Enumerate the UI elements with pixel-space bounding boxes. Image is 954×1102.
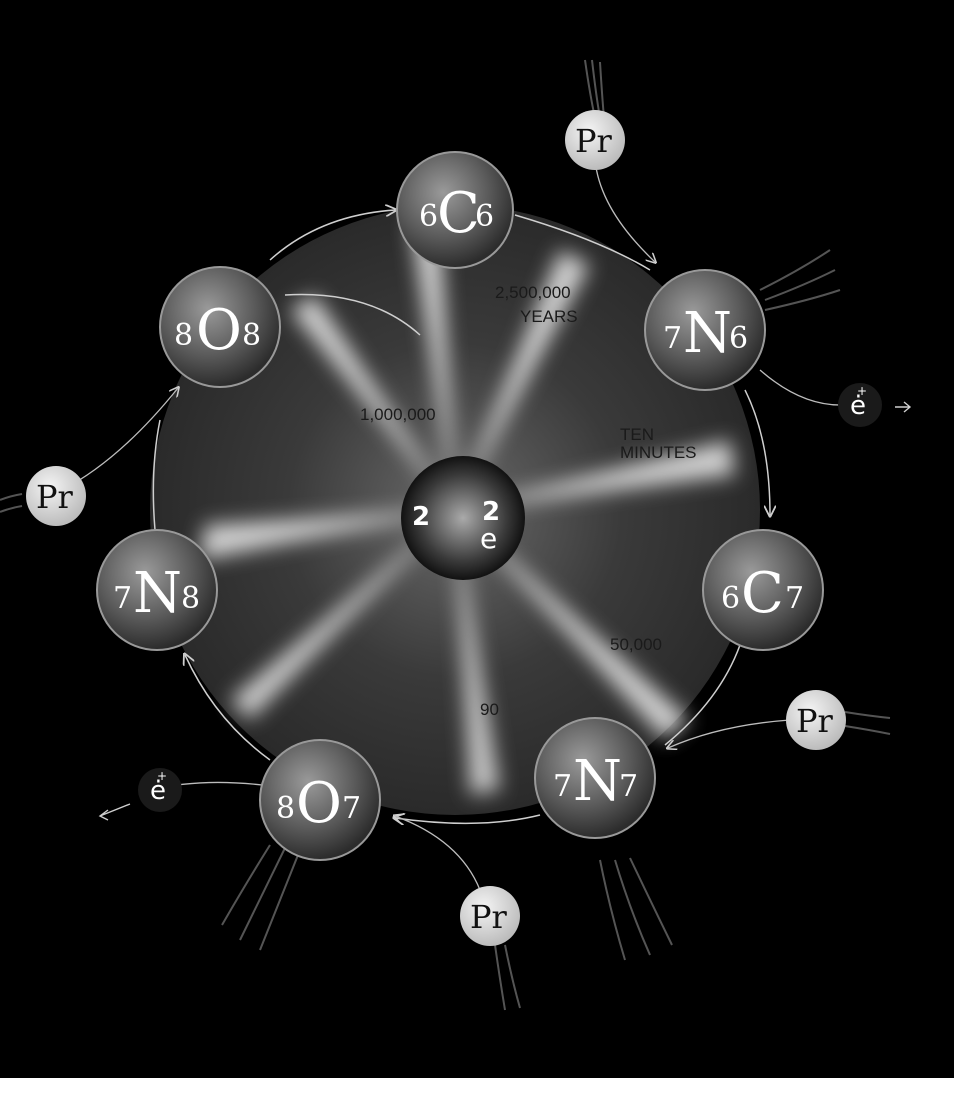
svg-text:7: 7	[785, 581, 804, 616]
svg-text:C: C	[437, 181, 480, 246]
proton-right: Pr	[786, 690, 846, 750]
svg-text:+: +	[857, 384, 867, 398]
proton-top: Pr	[565, 110, 625, 170]
core-left-number: 2	[412, 502, 430, 532]
svg-text:8: 8	[242, 318, 261, 353]
carbon-cycle-diagram: 2,500,000 YEARS TEN MINUTES 50,000 1,000…	[0, 0, 954, 1078]
svg-text:N: N	[683, 301, 732, 366]
svg-text:7: 7	[553, 769, 572, 804]
time-label-d: 1,000,000	[360, 405, 436, 424]
svg-text:O: O	[196, 298, 242, 363]
core-e: e	[480, 522, 497, 555]
time-label-b2: MINUTES	[620, 443, 697, 462]
nucleus-c12: 6 C 6	[397, 152, 513, 268]
time-label-a1: 2,500,000	[495, 283, 571, 302]
nucleus-n14: 7 N 7	[535, 718, 655, 838]
svg-text:6: 6	[729, 321, 748, 356]
time-label-b1: TEN	[620, 425, 654, 444]
nucleus-o16: 8 O 8	[160, 267, 280, 387]
svg-text:Pr: Pr	[796, 702, 834, 740]
svg-text:8: 8	[276, 791, 295, 826]
svg-text:+: +	[157, 769, 167, 783]
nucleus-c13: 6 C 7	[703, 530, 823, 650]
nucleus-n13: 7 N 6	[645, 270, 765, 390]
svg-text:Pr: Pr	[575, 122, 613, 160]
positron-right: ė +	[838, 383, 910, 427]
time-label-c: 50,000	[610, 635, 662, 654]
svg-text:Pr: Pr	[36, 478, 74, 516]
time-label-a2: YEARS	[520, 307, 578, 326]
svg-text:Pr: Pr	[470, 898, 508, 936]
svg-text:6: 6	[721, 581, 740, 616]
bottom-margin	[0, 1078, 954, 1102]
svg-text:C: C	[741, 561, 784, 626]
svg-text:8: 8	[181, 581, 200, 616]
positron-left: ė +	[100, 768, 182, 820]
svg-text:7: 7	[342, 791, 361, 826]
svg-text:O: O	[296, 771, 342, 836]
nucleus-n15: 7 N 8	[97, 530, 217, 650]
time-label-e: 90	[480, 700, 499, 719]
proton-bottom: Pr	[460, 886, 520, 946]
nucleus-o15: 8 O 7	[260, 740, 380, 860]
svg-text:6: 6	[475, 199, 494, 234]
svg-text:N: N	[573, 749, 622, 814]
svg-text:7: 7	[619, 769, 638, 804]
svg-text:6: 6	[419, 199, 438, 234]
arrow-n14-o15	[395, 815, 540, 823]
svg-text:7: 7	[663, 321, 682, 356]
diagram-frame: 2,500,000 YEARS TEN MINUTES 50,000 1,000…	[0, 0, 954, 1078]
svg-text:8: 8	[174, 318, 193, 353]
svg-text:7: 7	[113, 581, 132, 616]
proton-left: Pr	[26, 466, 86, 526]
svg-text:N: N	[133, 561, 182, 626]
helium-core: 2 2 e	[401, 456, 525, 580]
